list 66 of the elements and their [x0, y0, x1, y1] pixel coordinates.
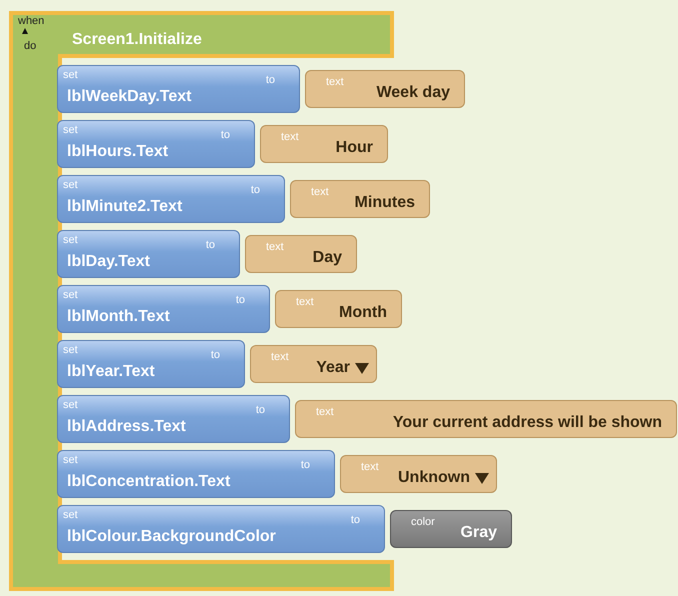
keyword-label: set [63, 399, 78, 411]
keyword-label: set [63, 454, 78, 466]
value-text: Unknown [398, 469, 470, 487]
keyword-label: to [350, 514, 360, 526]
text-block [260, 125, 388, 163]
property-name: lblConcentration.Text [67, 473, 230, 491]
property-name: lblYear.Text [67, 363, 155, 381]
setter-block [57, 120, 255, 168]
property-name: lblMonth.Text [67, 308, 170, 326]
property-name: lblDay.Text [67, 253, 150, 271]
text-block [275, 290, 402, 328]
keyword-label: do [24, 40, 36, 52]
text-block [290, 180, 430, 218]
keyword-label: set [63, 344, 78, 356]
keyword-label: when [18, 15, 44, 27]
setter-block [57, 340, 245, 388]
keyword-label: set [63, 69, 78, 81]
keyword-label: text [316, 406, 334, 418]
text-block [295, 400, 677, 438]
setter-block [57, 285, 270, 333]
setter-block [57, 395, 290, 443]
value-text: Minutes [354, 194, 415, 212]
property-name: lblMinute2.Text [67, 198, 182, 216]
keyword-label: text [326, 76, 344, 88]
keyword-label: to [210, 349, 220, 361]
keyword-label: set [63, 124, 78, 136]
keyword-label: text [296, 296, 314, 308]
keyword-label: color [411, 516, 435, 528]
value-text: Day [312, 249, 342, 267]
event-name: Screen1.Initialize [72, 31, 202, 49]
keyword-label: to [256, 404, 265, 416]
value-text: Hour [336, 139, 373, 157]
keyword-label: to [220, 129, 230, 141]
keyword-label: to [250, 184, 260, 196]
text-block [245, 235, 357, 273]
keyword-label: set [63, 234, 78, 246]
keyword-label: set [63, 289, 78, 301]
keyword-label: to [300, 459, 310, 471]
color-block [390, 510, 512, 548]
text-block [250, 345, 377, 383]
setter-block [57, 230, 240, 278]
value-text: Year [316, 359, 350, 377]
keyword-label: text [281, 131, 299, 143]
text-block [305, 70, 465, 108]
property-name: lblColour.BackgroundColor [67, 528, 276, 546]
property-name: lblAddress.Text [67, 418, 186, 436]
value-text: Gray [460, 524, 497, 542]
keyword-label: to [236, 294, 245, 306]
keyword-label: set [63, 179, 78, 191]
keyword-label: to [266, 74, 275, 86]
property-name: lblHours.Text [67, 143, 168, 161]
keyword-label: text [361, 461, 379, 473]
setter-block [57, 505, 385, 553]
setter-block [57, 65, 300, 113]
keyword-label: text [311, 186, 329, 198]
keyword-label: to [206, 239, 215, 251]
value-text: Week day [376, 84, 450, 102]
value-text: Month [339, 304, 387, 322]
keyword-label: text [271, 351, 289, 363]
value-text: Your current address will be shown [392, 414, 662, 432]
text-block [340, 455, 497, 493]
property-name: lblWeekDay.Text [67, 88, 192, 106]
keyword-label: text [266, 241, 284, 253]
setter-block [57, 450, 335, 498]
keyword-label: set [63, 509, 78, 521]
setter-block [57, 175, 285, 223]
